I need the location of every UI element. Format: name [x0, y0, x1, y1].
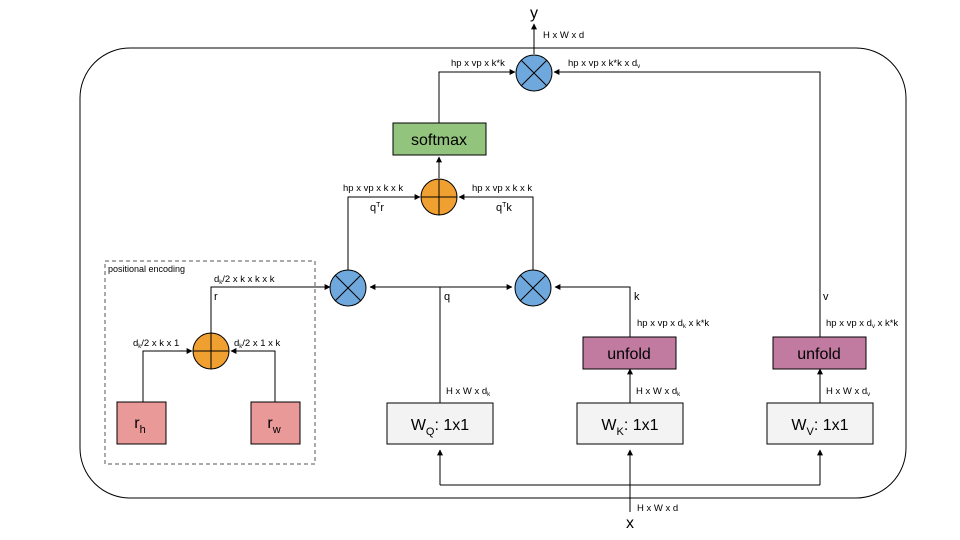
softmax-label: softmax: [411, 132, 467, 149]
qtk-label: qTk: [496, 202, 512, 214]
softmax-box: [392, 122, 487, 156]
unfold-k-label: unfold: [607, 346, 651, 363]
k-unfold-shape: hp x vp x dk x k*k: [637, 318, 709, 330]
positional-add-node: [192, 332, 230, 370]
output-multiply-node: [515, 54, 553, 92]
pos-out-shape: dk/2 x k x k x k: [214, 274, 275, 286]
unfold-v-box: [772, 336, 867, 370]
wk-box: [576, 402, 684, 445]
wq-label: WQ: 1x1: [411, 417, 469, 438]
rh-box: [116, 401, 167, 445]
v-unfold-shape: hp x vp x dv x k*k: [826, 318, 898, 330]
v-to-out-shape: hp x vp x k*k x dv: [568, 58, 640, 70]
wk-label: WK: 1x1: [601, 417, 658, 438]
k-label: k: [634, 291, 640, 303]
v-label: v: [823, 291, 829, 303]
k-shape: H x W x dk: [636, 386, 681, 398]
input-shape-label: H x W x d: [637, 503, 678, 514]
q-label: q: [444, 291, 450, 303]
wv-box: [766, 402, 874, 445]
input-x-label: x: [626, 515, 634, 532]
outer-block-frame: [79, 47, 907, 499]
logits-add-node: [420, 178, 458, 216]
v-shape: H x W x dv: [826, 386, 870, 398]
r-label: r: [214, 291, 218, 303]
qtr-label: qTr: [370, 202, 384, 214]
softmax-out-shape: hp x vp x k*k: [451, 58, 505, 69]
qk-multiply-node: [514, 269, 552, 307]
qr-shape: hp x vp x k x k: [343, 183, 403, 194]
output-shape-label: H x W x d: [543, 30, 584, 41]
rw-box: [250, 401, 301, 445]
wq-box: [386, 402, 494, 445]
unfold-k-box: [582, 336, 677, 370]
positional-encoding-title: positional encoding: [108, 264, 185, 274]
connectors: [142, 23, 823, 512]
output-y-label: y: [530, 5, 538, 22]
wv-label: WV: 1x1: [791, 417, 848, 438]
q-shape: H x W x dk: [446, 386, 491, 398]
rh-label: rh: [134, 415, 145, 436]
unfold-v-label: unfold: [797, 346, 841, 363]
rh-in-shape: dk/2 x k x 1: [133, 338, 179, 350]
rw-in-shape: dk/2 x 1 x k: [234, 338, 281, 350]
rw-label: rw: [267, 415, 280, 436]
qk-shape: hp x vp x k x k: [472, 183, 532, 194]
qr-multiply-node: [329, 269, 367, 307]
positional-encoding-frame: [104, 260, 316, 465]
